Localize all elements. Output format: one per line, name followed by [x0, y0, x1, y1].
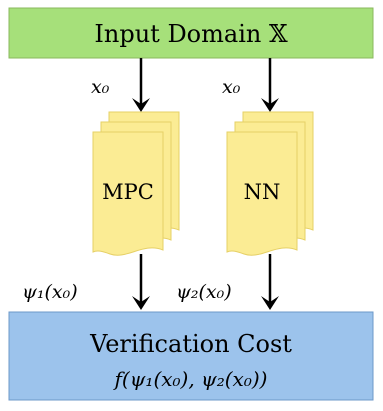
- verification-cost-rect: [8, 311, 374, 401]
- mpc-document-stack: MPC: [92, 111, 180, 256]
- verification-cost-formula: f(ψ₁(x₀), ψ₂(x₀)): [113, 367, 268, 391]
- nn-doc-front: [226, 131, 298, 256]
- mpc-label: MPC: [102, 180, 154, 204]
- verification-cost-box: Verification Cost f(ψ₁(x₀), ψ₂(x₀)): [8, 311, 374, 401]
- verification-cost-title: Verification Cost: [89, 330, 292, 358]
- input-domain-rect: [8, 7, 374, 59]
- left-output-arrow: [132, 254, 150, 310]
- nn-label: NN: [244, 180, 281, 204]
- nn-document-stack: NN: [226, 111, 314, 256]
- right-output-label: ψ₂(x₀): [176, 281, 232, 303]
- right-input-arrow: [261, 58, 279, 112]
- input-domain-box: Input Domain 𝕏: [8, 7, 374, 59]
- right-output-arrow: [261, 254, 279, 310]
- input-domain-title: Input Domain 𝕏: [94, 20, 288, 48]
- left-input-arrow: [132, 58, 150, 112]
- right-input-label: x₀: [222, 76, 241, 98]
- left-input-label: x₀: [91, 76, 110, 98]
- mpc-doc-front: [92, 131, 164, 256]
- left-output-label: ψ₁(x₀): [22, 281, 78, 303]
